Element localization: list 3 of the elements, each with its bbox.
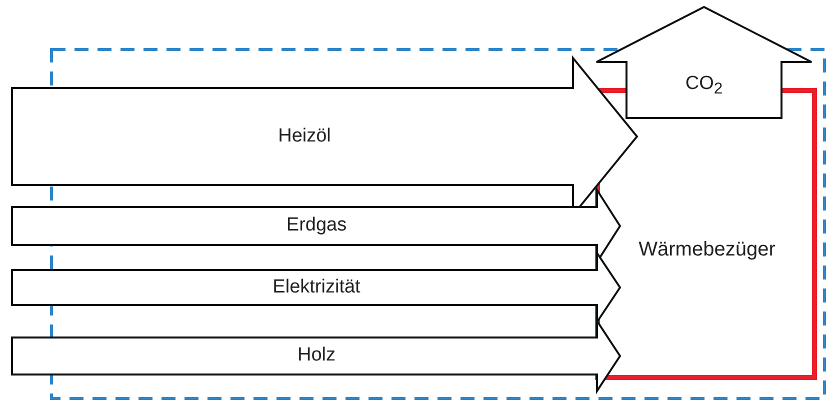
- node-label: Wärmebezüger: [638, 238, 776, 262]
- emission-arrow: [596, 6, 812, 119]
- edge-label: Erdgas: [286, 216, 347, 236]
